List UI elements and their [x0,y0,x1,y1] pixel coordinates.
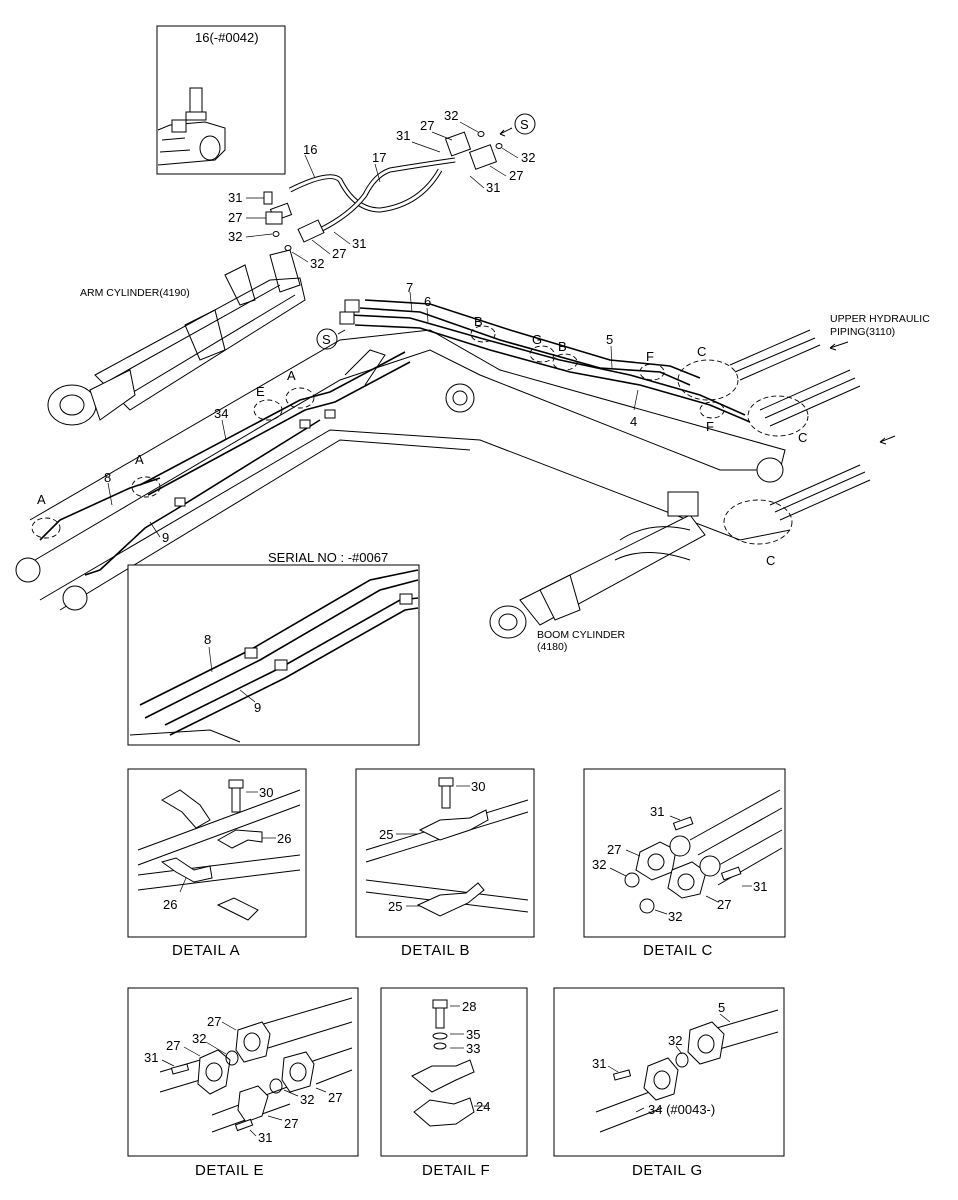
circle-s-top: S [520,117,529,132]
detail-b-label-30: 30 [471,779,485,794]
detail-c-label-27-left: 27 [607,842,621,857]
detail-e-caption: DETAIL E [195,1162,264,1179]
detail-b: 30 25 25 DETAIL B [355,768,535,959]
detail-b-label-25-top: 25 [379,827,393,842]
label-detail-g: G [532,332,542,347]
label-8: 8 [104,470,111,485]
label-boom-cylinder-1: BOOM CYLINDER [537,629,626,641]
label-detail-f2: F [706,419,714,434]
label-detail-a3: A [287,368,296,383]
detail-g-label-5: 5 [718,1000,725,1015]
label-upper-piping-2: PIPING(3110) [830,326,895,338]
label-detail-f1: F [646,349,654,364]
boom [15,329,791,611]
detail-b-label-25-bottom: 25 [388,899,402,914]
label-31-top: 31 [396,128,410,143]
label-detail-b1: B [474,314,483,329]
hoses-16-17: 16 17 27 32 31 32 27 31 S 31 27 32 32 27… [228,108,536,271]
main-pipes: 7 6 5 4 S B G B F F [316,280,751,434]
detail-b-caption: DETAIL B [401,942,470,959]
label-serial-8: 8 [204,632,211,647]
detail-g-label-31: 31 [592,1056,606,1071]
detail-e: 27 27 32 31 32 27 27 31 DETAIL E [127,987,359,1179]
arm-cylinder: ARM CYLINDER(4190) [47,249,306,426]
detail-a: 30 26 26 DETAIL A [127,768,307,959]
detail-c-label-32-bottom: 32 [668,909,682,924]
inset-hose-16: 16(-#0042) [156,25,286,175]
detail-e-label-27-left: 27 [166,1038,180,1053]
label-detail-a1: A [37,492,46,507]
detail-c: 31 27 32 31 27 32 DETAIL C [583,768,786,959]
detail-a-caption: DETAIL A [172,942,240,959]
label-6: 6 [424,294,431,309]
label-detail-e: E [256,384,265,399]
label-27-left: 27 [228,210,242,225]
label-27-right: 27 [509,168,523,183]
detail-e-label-27-bottom: 27 [284,1116,298,1131]
label-7: 7 [406,280,413,295]
label-32-left: 32 [228,229,242,244]
detail-f-label-35: 35 [466,1027,480,1042]
detail-e-label-27-top: 27 [207,1014,221,1029]
detail-c-label-27-right: 27 [717,897,731,912]
label-inset-16: 16(-#0042) [195,30,259,45]
label-9: 9 [162,530,169,545]
detail-f-label-24: 24 [476,1099,490,1114]
boom-cylinder: BOOM CYLINDER (4180) [489,491,706,653]
detail-f: 28 35 33 24 DETAIL F [380,987,528,1179]
detail-a-label-26-left: 26 [163,897,177,912]
detail-g-caption: DETAIL G [632,1162,703,1179]
detail-e-label-32-right: 32 [300,1092,314,1107]
label-32-right: 32 [521,150,535,165]
arm-pipes: 34 8 9 A A A E [31,351,411,576]
label-27-top: 27 [420,118,434,133]
label-5: 5 [606,332,613,347]
label-upper-piping-1: UPPER HYDRAULIC [830,313,930,325]
circle-s-left: S [322,332,331,347]
label-detail-c3: C [766,553,775,568]
detail-a-label-26-right: 26 [277,831,291,846]
detail-f-label-28: 28 [462,999,476,1014]
detail-e-label-31-left: 31 [144,1050,158,1065]
label-detail-b2: B [558,339,567,354]
upper-piping: C C C UPPER HYDRAULIC PIPING(3110) [677,313,930,568]
detail-c-label-31-right: 31 [753,879,767,894]
inset-serial: SERIAL NO : -#0067 8 9 [127,550,420,746]
label-17: 17 [372,150,386,165]
label-4: 4 [630,414,637,429]
detail-g-label-32: 32 [668,1033,682,1048]
detail-c-label-31-top: 31 [650,804,664,819]
detail-g-label-34: 34 (#0043-) [648,1102,715,1117]
label-31-mid: 31 [352,236,366,251]
label-32-top: 32 [444,108,458,123]
label-16: 16 [303,142,317,157]
detail-f-caption: DETAIL F [422,1162,490,1179]
label-serial-9: 9 [254,700,261,715]
detail-f-label-33: 33 [466,1041,480,1056]
detail-e-label-32-left: 32 [192,1031,206,1046]
label-arm-cylinder: ARM CYLINDER(4190) [80,287,190,299]
label-boom-cylinder-2: (4180) [537,641,567,653]
label-34: 34 [214,406,228,421]
detail-e-label-27-right: 27 [328,1090,342,1105]
label-32-mid: 32 [310,256,324,271]
detail-c-caption: DETAIL C [643,942,713,959]
label-detail-c1: C [697,344,706,359]
label-31-left: 31 [228,190,242,205]
label-31-right: 31 [486,180,500,195]
detail-a-label-30: 30 [259,785,273,800]
label-detail-a2: A [135,452,144,467]
detail-c-label-32-left: 32 [592,857,606,872]
label-27-mid: 27 [332,246,346,261]
detail-e-label-31-bottom: 31 [258,1130,272,1145]
label-detail-c2: C [798,430,807,445]
label-serial: SERIAL NO : -#0067 [268,550,388,565]
detail-g: 5 32 31 34 (#0043-) DETAIL G [553,987,785,1179]
